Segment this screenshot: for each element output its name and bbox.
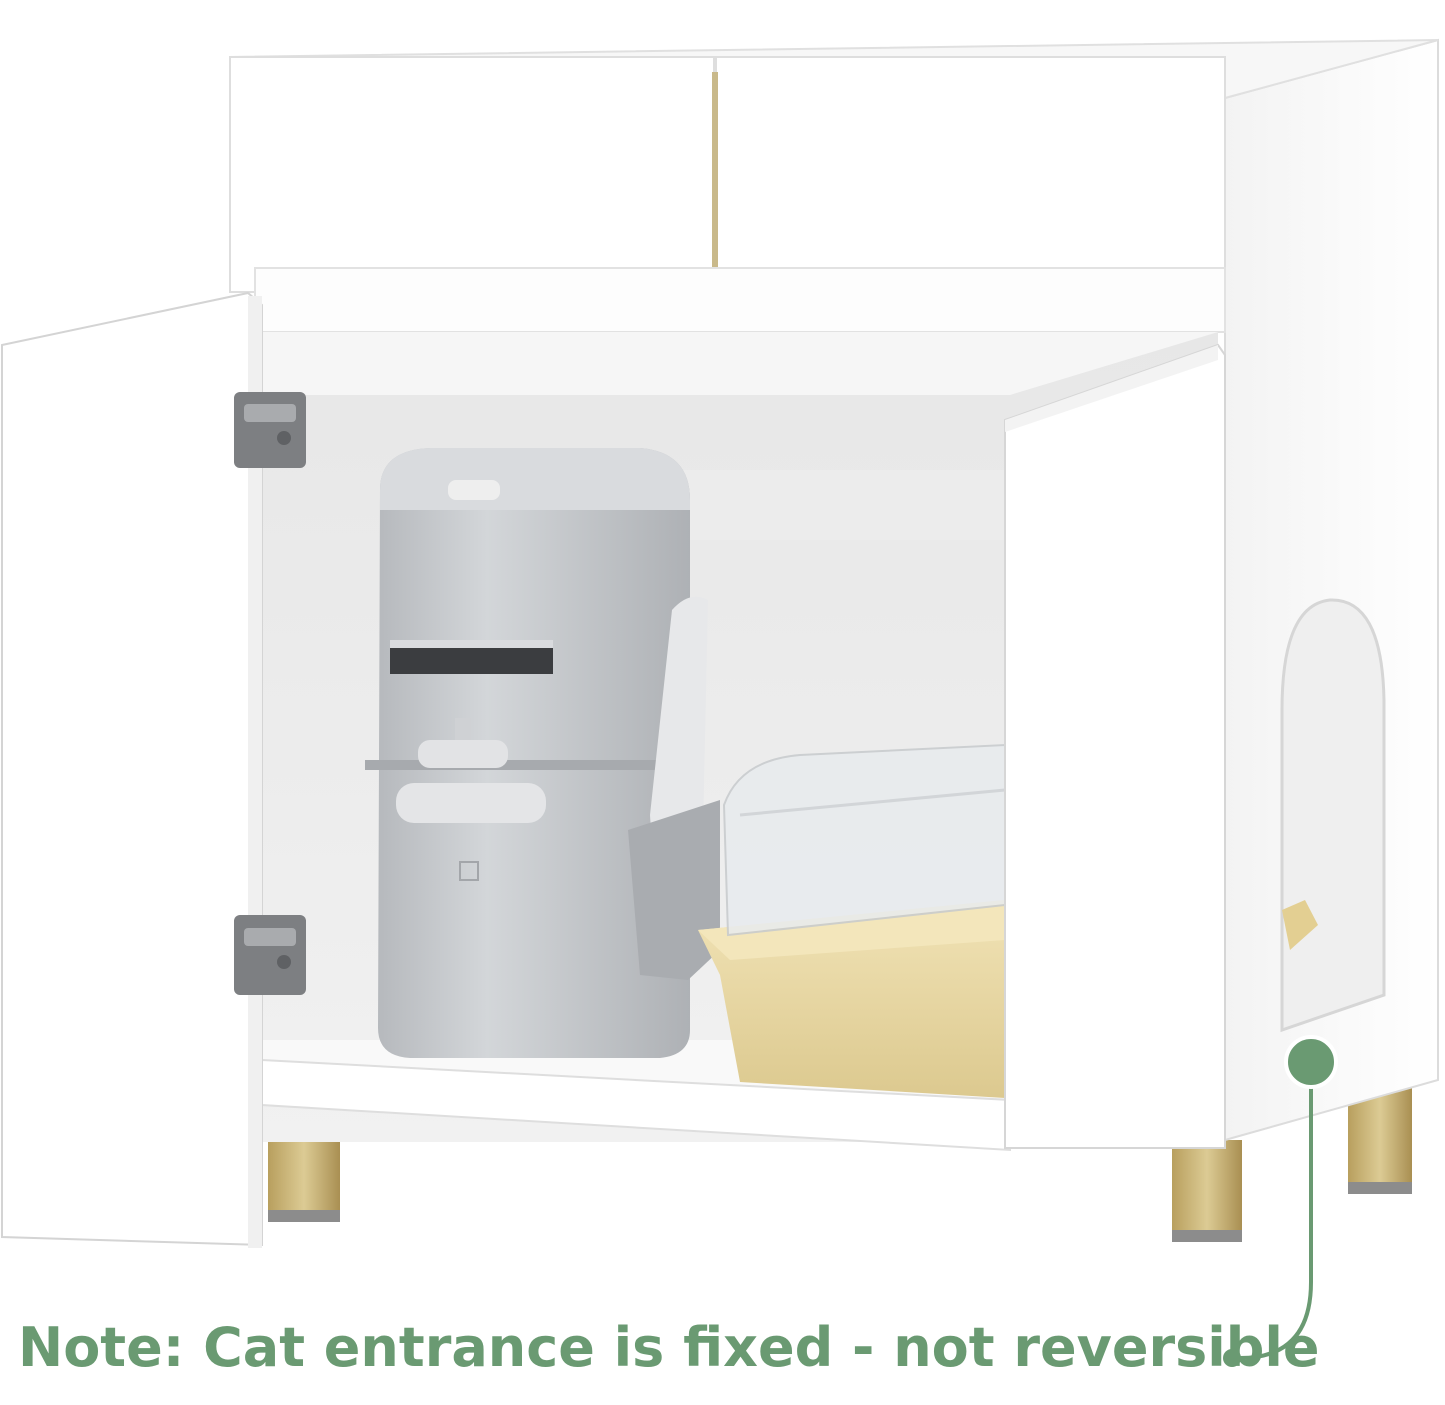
litter-box: [698, 743, 1006, 1098]
drawer-right: [715, 56, 1226, 293]
note-caption: Note: Cat entrance is fixed - not revers…: [18, 1316, 1320, 1379]
callout-dot-small: [1223, 1349, 1241, 1367]
callout-pointer: [1223, 1035, 1338, 1367]
drawer-handle: [712, 72, 718, 282]
left-door: [1, 291, 263, 1247]
cat-entrance-arch: [1280, 598, 1386, 1033]
hinge-upper: [234, 392, 306, 468]
litter-disposal-bin: [365, 448, 720, 1058]
right-door: [1004, 343, 1226, 1149]
cabinet-top-rail: [254, 267, 1226, 333]
hinge-lower: [234, 915, 306, 995]
drawer-left: [229, 56, 715, 293]
callout-dot-large: [1284, 1035, 1338, 1089]
leg-front-right: [1172, 1140, 1242, 1240]
